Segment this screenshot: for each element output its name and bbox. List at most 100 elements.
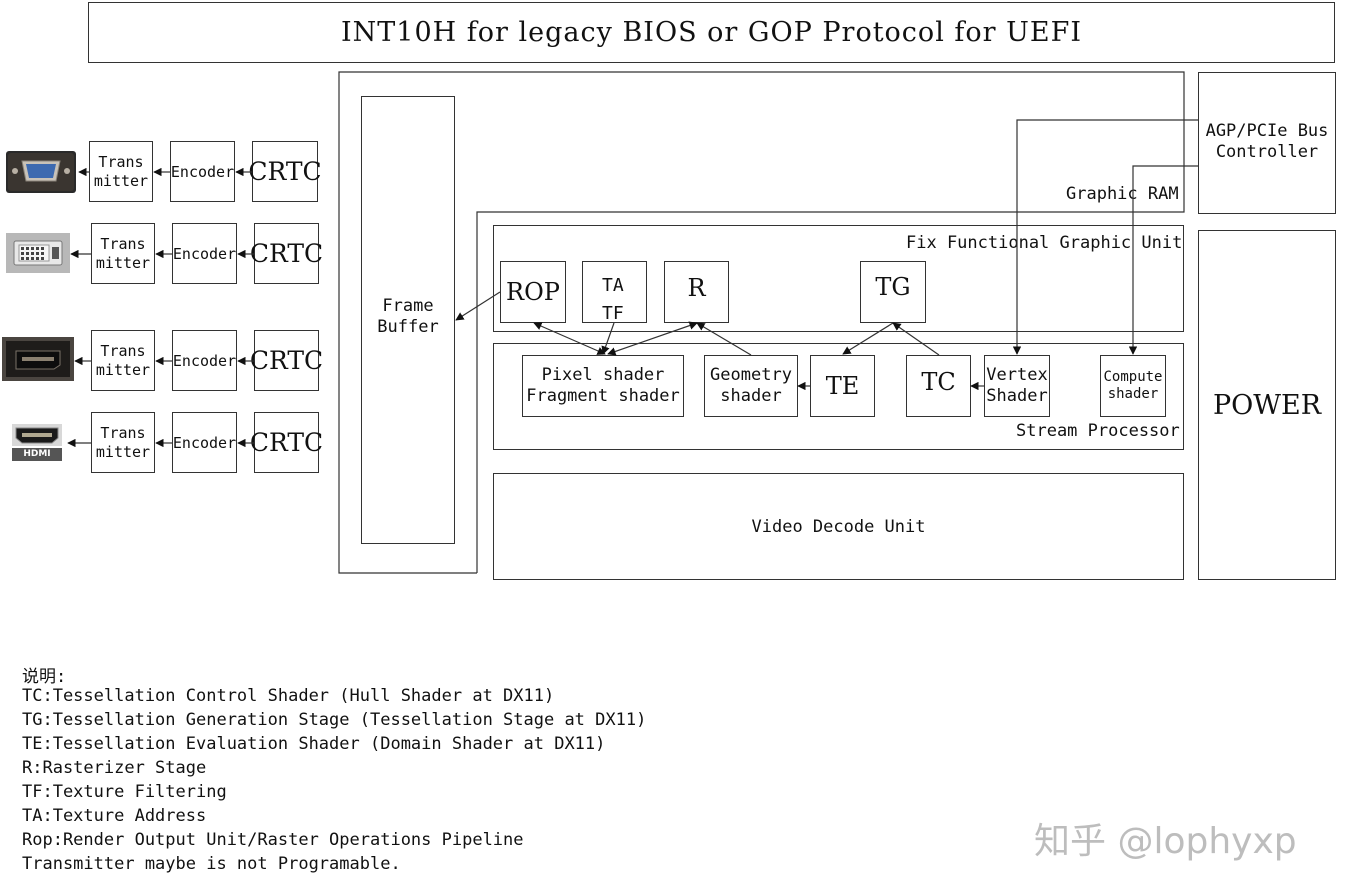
hdmi-port-graphic [12, 424, 62, 446]
geometry-shader-block: Geometry shader [704, 355, 798, 417]
encoder-block-3: Encoder [172, 330, 237, 391]
transmitter-2-line-2: mitter [95, 253, 151, 272]
vga-port-icon [6, 151, 76, 193]
bus-controller-block [1198, 72, 1336, 214]
crtc-block-1: CRTC [248, 141, 322, 202]
stream-processor-unit [493, 343, 1184, 450]
geometry-shader-line-2: shader [720, 386, 782, 406]
transmitter-2-line-1: Trans [100, 234, 146, 253]
legend-title: 说明: [22, 667, 67, 687]
displayport-icon [2, 337, 74, 381]
encoder-block-2: Encoder [172, 223, 237, 284]
transmitter-block-3: Trans mitter [91, 330, 155, 391]
bus-controller-line-1: AGP/PCIe Bus [1205, 121, 1329, 141]
graphic-ram-outline [338, 71, 1185, 574]
tg-label: TG [875, 273, 911, 301]
frame-buffer-line-1: Frame [382, 296, 434, 316]
crtc-1-label: CRTC [248, 157, 322, 186]
rop-block: ROP [500, 261, 566, 323]
hdmi-port-label: HDMI [12, 448, 62, 461]
rop-to-frame-buffer-arrow [455, 291, 501, 321]
compute-shader-block: Compute shader [1100, 355, 1166, 417]
legend-item: TC:Tessellation Control Shader (Hull Sha… [22, 686, 555, 706]
transmitter-block-2: Trans mitter [91, 223, 155, 284]
legend-item: TG:Tessellation Generation Stage (Tessel… [22, 710, 647, 730]
vertex-shader-line-2: Shader [986, 386, 1048, 406]
transmitter-3-line-2: mitter [95, 360, 151, 379]
bus-to-vertex-arrow [1012, 119, 1198, 355]
legend-item: TA:Texture Address [22, 806, 207, 826]
transmitter-block-4: Trans mitter [91, 412, 155, 473]
tc-to-tg-arrow [892, 322, 940, 356]
bus-to-compute-arrow [1128, 165, 1198, 355]
rop-label: ROP [506, 278, 560, 306]
tatf-to-pixel-shader-arrow [601, 322, 615, 355]
video-decode-label: Video Decode Unit [751, 516, 926, 537]
displayport-graphic [2, 337, 74, 381]
encoder-4-label: Encoder [172, 433, 237, 452]
frame-buffer-block [361, 96, 455, 544]
crtc-2-label: CRTC [249, 239, 324, 268]
vertex-shader-block: Vertex Shader [984, 355, 1050, 417]
crtc-block-2: CRTC [250, 223, 323, 284]
tc-label: TC [921, 368, 956, 396]
tg-to-te-arrow [842, 322, 894, 355]
legend-item: TE:Tessellation Evaluation Shader (Domai… [22, 734, 606, 754]
encoder-block-4: Encoder [172, 412, 237, 473]
dvi-port-icon [6, 233, 70, 273]
tf-label: TF [602, 303, 624, 324]
hdmi-port-icon: HDMI [12, 424, 62, 462]
crtc-block-3: CRTC [250, 330, 323, 391]
pixel-shader-line-1: Pixel shader [541, 364, 665, 385]
bus-controller-line-2: Controller [1215, 142, 1319, 163]
transmitter-1-line-2: mitter [93, 171, 149, 190]
te-block: TE [810, 355, 875, 417]
rasterizer-pixel-shader-arrow [607, 321, 698, 356]
tg-block: TG [860, 261, 926, 323]
rasterizer-label: R [687, 274, 706, 302]
power-label: POWER [1212, 389, 1322, 421]
video-decode-unit: Video Decode Unit [493, 473, 1184, 580]
crtc-4-label: CRTC [249, 428, 324, 457]
legend-item: Transmitter maybe is not Programable. [22, 854, 401, 874]
transmitter-1-line-1: Trans [98, 152, 144, 171]
legend-item: R:Rasterizer Stage [22, 758, 207, 778]
legend-item: TF:Texture Filtering [22, 782, 227, 802]
fixed-function-label: Fix Functional Graphic Unit [906, 233, 1183, 253]
encoder-3-label: Encoder [172, 351, 237, 370]
crtc-block-4: CRTC [250, 412, 323, 473]
graphic-ram-label: Graphic RAM [1066, 184, 1179, 204]
frame-buffer-label: Frame Buffer [361, 296, 455, 339]
dvi-port-graphic [6, 233, 70, 273]
te-label: TE [825, 372, 860, 400]
compute-shader-line-1: Compute [1103, 368, 1163, 385]
pixel-shader-line-2: Fragment shader [526, 386, 680, 406]
geometry-to-rasterizer-arrow [696, 322, 752, 356]
geometry-shader-line-1: Geometry [710, 364, 792, 385]
compute-shader-line-2: shader [1107, 386, 1159, 402]
encoder-block-1: Encoder [170, 141, 235, 202]
pixel-shader-block: Pixel shader Fragment shader [522, 355, 684, 417]
fixed-function-unit [493, 225, 1184, 332]
firmware-banner: INT10H for legacy BIOS or GOP Protocol f… [88, 2, 1335, 63]
frame-buffer-line-2: Buffer [377, 317, 439, 338]
stream-processor-label: Stream Processor [1016, 421, 1180, 441]
transmitter-block-1: Trans mitter [89, 141, 153, 202]
transmitter-4-line-2: mitter [95, 442, 151, 461]
bus-controller-label: AGP/PCIe Bus Controller [1198, 121, 1336, 164]
pixel-shader-rop-arrow [533, 322, 606, 355]
watermark: 知乎 @lophyxp [1034, 821, 1297, 862]
legend-item: Rop:Render Output Unit/Raster Operations… [22, 830, 524, 850]
power-block: POWER [1198, 230, 1336, 580]
crtc-3-label: CRTC [249, 346, 324, 375]
vertex-shader-line-1: Vertex [986, 364, 1048, 385]
ta-label: TA [602, 275, 624, 296]
encoder-1-label: Encoder [170, 162, 235, 181]
encoder-2-label: Encoder [172, 244, 237, 263]
vga-port-graphic [8, 153, 74, 191]
transmitter-3-line-1: Trans [100, 341, 146, 360]
transmitter-4-line-1: Trans [100, 423, 146, 442]
firmware-banner-title: INT10H for legacy BIOS or GOP Protocol f… [340, 17, 1083, 48]
